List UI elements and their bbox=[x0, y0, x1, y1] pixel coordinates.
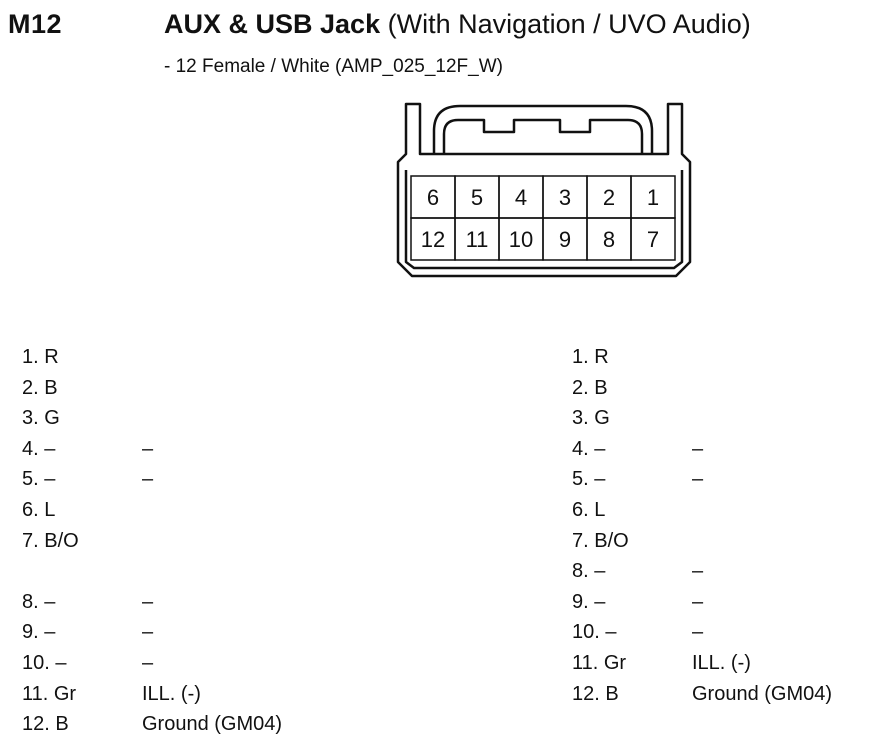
pin-label: 5. – bbox=[572, 468, 606, 491]
pin-function: – bbox=[142, 651, 154, 674]
connector-code: M12 bbox=[8, 9, 63, 39]
pin-function: – bbox=[692, 468, 704, 491]
pin-grid bbox=[410, 175, 676, 261]
pin-numbers: 6 5 4 3 2 1 12 11 10 9 8 7 bbox=[421, 185, 659, 252]
pin-number: 4 bbox=[515, 185, 527, 210]
title-main: AUX & USB Jack bbox=[164, 9, 381, 39]
pin-label: 6. L bbox=[572, 498, 606, 521]
connector-subtitle: - 12 Female / White (AMP_025_12F_W) bbox=[164, 56, 503, 77]
pin-label: 2. B bbox=[22, 376, 58, 399]
pin-number: 7 bbox=[647, 227, 659, 252]
pin-function: – bbox=[142, 437, 154, 460]
pin-label: 11. Gr bbox=[22, 682, 77, 705]
pin-label: 9. – bbox=[22, 621, 56, 644]
pin-number: 3 bbox=[559, 185, 571, 210]
pin-label: 10. – bbox=[22, 651, 67, 674]
pin-function: – bbox=[692, 560, 704, 583]
connector-latch bbox=[432, 104, 654, 154]
pin-label: 1. R bbox=[572, 346, 609, 368]
pin-function: – bbox=[692, 437, 704, 460]
pin-function: – bbox=[142, 468, 154, 491]
pin-label: 7. B/O bbox=[572, 529, 629, 552]
pin-function: – bbox=[142, 621, 154, 644]
pin-label: 9. – bbox=[572, 590, 606, 613]
pin-number: 8 bbox=[603, 227, 615, 252]
pin-label: 12. B bbox=[572, 682, 619, 705]
pin-number: 6 bbox=[427, 185, 439, 210]
pin-function: ILL. (-) bbox=[142, 682, 201, 705]
pin-function: Ground (GM04) bbox=[142, 713, 283, 736]
pin-number: 1 bbox=[647, 185, 659, 210]
connector-diagram: 6 5 4 3 2 1 12 11 10 9 8 7 bbox=[396, 102, 692, 278]
pin-cell bbox=[630, 217, 676, 261]
title-variant: (With Navigation / UVO Audio) bbox=[380, 9, 751, 39]
pin-function: ILL. (-) bbox=[692, 651, 751, 674]
pin-number: 12 bbox=[421, 227, 445, 252]
pin-label: 4. – bbox=[572, 437, 606, 460]
pin-function: – bbox=[692, 621, 704, 644]
pin-label: 8. – bbox=[572, 560, 606, 583]
connector-inner-outline bbox=[404, 170, 684, 270]
pin-label: 4. – bbox=[22, 437, 56, 460]
pin-label: 1. R bbox=[22, 346, 59, 368]
pin-label: 6. L bbox=[22, 498, 56, 521]
pin-label: 3. G bbox=[22, 407, 60, 430]
pin-label: 2. B bbox=[572, 376, 608, 399]
pin-label: 8. – bbox=[22, 590, 56, 613]
pin-number: 2 bbox=[603, 185, 615, 210]
pin-function: – bbox=[142, 590, 154, 613]
pin-function: Ground (GM04) bbox=[692, 682, 833, 705]
pin-label: 3. G bbox=[572, 407, 610, 430]
pin-label: 11. Gr bbox=[572, 651, 627, 674]
connector-latch-inner bbox=[442, 118, 644, 154]
pin-label: 10. – bbox=[572, 621, 617, 644]
pin-label: 7. B/O bbox=[22, 529, 79, 552]
pin-label: 12. B bbox=[22, 713, 69, 736]
pin-number: 10 bbox=[509, 227, 533, 252]
pin-label: 5. – bbox=[22, 468, 56, 491]
pin-function: – bbox=[692, 590, 704, 613]
pin-number: 5 bbox=[471, 185, 483, 210]
pin-number: 11 bbox=[466, 227, 489, 252]
pin-number: 9 bbox=[559, 227, 571, 252]
page-title: AUX & USB Jack (With Navigation / UVO Au… bbox=[164, 9, 751, 40]
connector-housing-outline bbox=[396, 102, 692, 278]
